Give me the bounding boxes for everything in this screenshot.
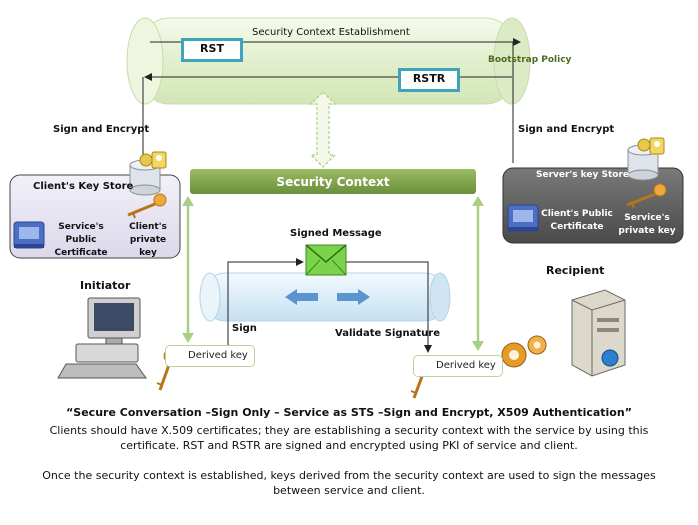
client-key-store-panel [9,174,181,259]
server-key-store-title: Server's key Store [536,170,630,180]
right-derive-arrow [472,196,484,351]
service-private-key-label: Service's private key [618,213,676,236]
derived-key-right: Derived key [413,355,503,377]
channel-title: Security Context Establishment [252,27,410,38]
sign-encrypt-right-label: Sign and Encrypt [518,124,615,135]
server-keystore-icon [627,137,665,181]
client-private-key-label: Client's private key [129,222,167,258]
initiator-label: Initiator [80,279,131,292]
sign-label: Sign [232,323,257,334]
validate-signature-label: Validate Signature [335,328,441,339]
derived-key-left: Derived key [165,345,255,367]
message-tube [199,272,451,322]
caption-title: “Secure Conversation –Sign Only – Servic… [66,406,632,419]
validate-path [345,261,432,353]
bootstrap-policy-label: Bootstrap Policy [488,55,572,65]
signed-message-label: Signed Message [290,228,382,239]
caption-line-2: certificate. RST and RSTR are signed and… [120,439,578,452]
security-context-label: Security Context [276,175,390,189]
initiator-computer-icon [57,297,147,379]
client-private-key-icon [127,193,167,219]
server-key-store-panel [502,167,684,244]
context-link-arrow [309,91,337,168]
client-key-store-title: Client's Key Store [33,181,134,192]
sign-path [227,258,304,345]
caption-line-4: between service and client. [273,484,425,497]
client-certificate-icon [507,204,539,232]
service-certificate-icon [13,221,45,249]
recipient-server-icon [501,289,626,377]
sign-encrypt-left-label: Sign and Encrypt [53,124,150,135]
rstr-box: RSTR [398,68,460,92]
caption-line-1: Clients should have X.509 certificates; … [49,424,649,437]
service-public-certificate-label: Service's Public Certificate [54,222,108,258]
client-keystore-icon [129,151,167,196]
service-private-key-icon [626,183,667,209]
left-derive-arrow [182,196,194,343]
security-context-bar [190,169,476,194]
client-public-certificate-label: Client's Public Certificate [541,209,613,232]
caption-line-3: Once the security context is established… [42,469,656,482]
rst-box: RST [181,38,243,62]
recipient-label: Recipient [546,264,605,277]
envelope-icon [305,244,347,276]
